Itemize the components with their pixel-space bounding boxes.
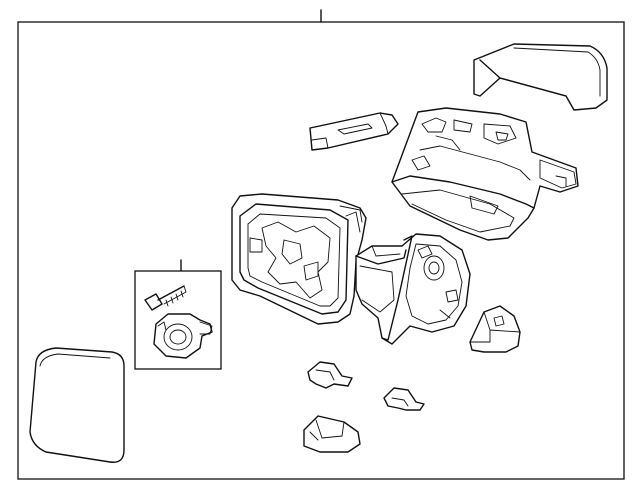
turn-signal-lamp[interactable] (309, 112, 399, 151)
mirror-housing[interactable] (231, 193, 367, 325)
puddle-lamp[interactable] (469, 305, 521, 353)
power-actuator[interactable] (355, 233, 471, 345)
retaining-clip-lower[interactable] (383, 387, 425, 411)
mounting-screw[interactable] (144, 285, 187, 311)
mirror-base[interactable] (391, 107, 579, 241)
mirror-cap[interactable] (473, 43, 608, 111)
retaining-clip-upper[interactable] (307, 361, 353, 389)
bracket-cover[interactable] (303, 415, 361, 453)
mirror-glass[interactable] (29, 347, 125, 463)
bulb-socket[interactable] (153, 313, 213, 359)
